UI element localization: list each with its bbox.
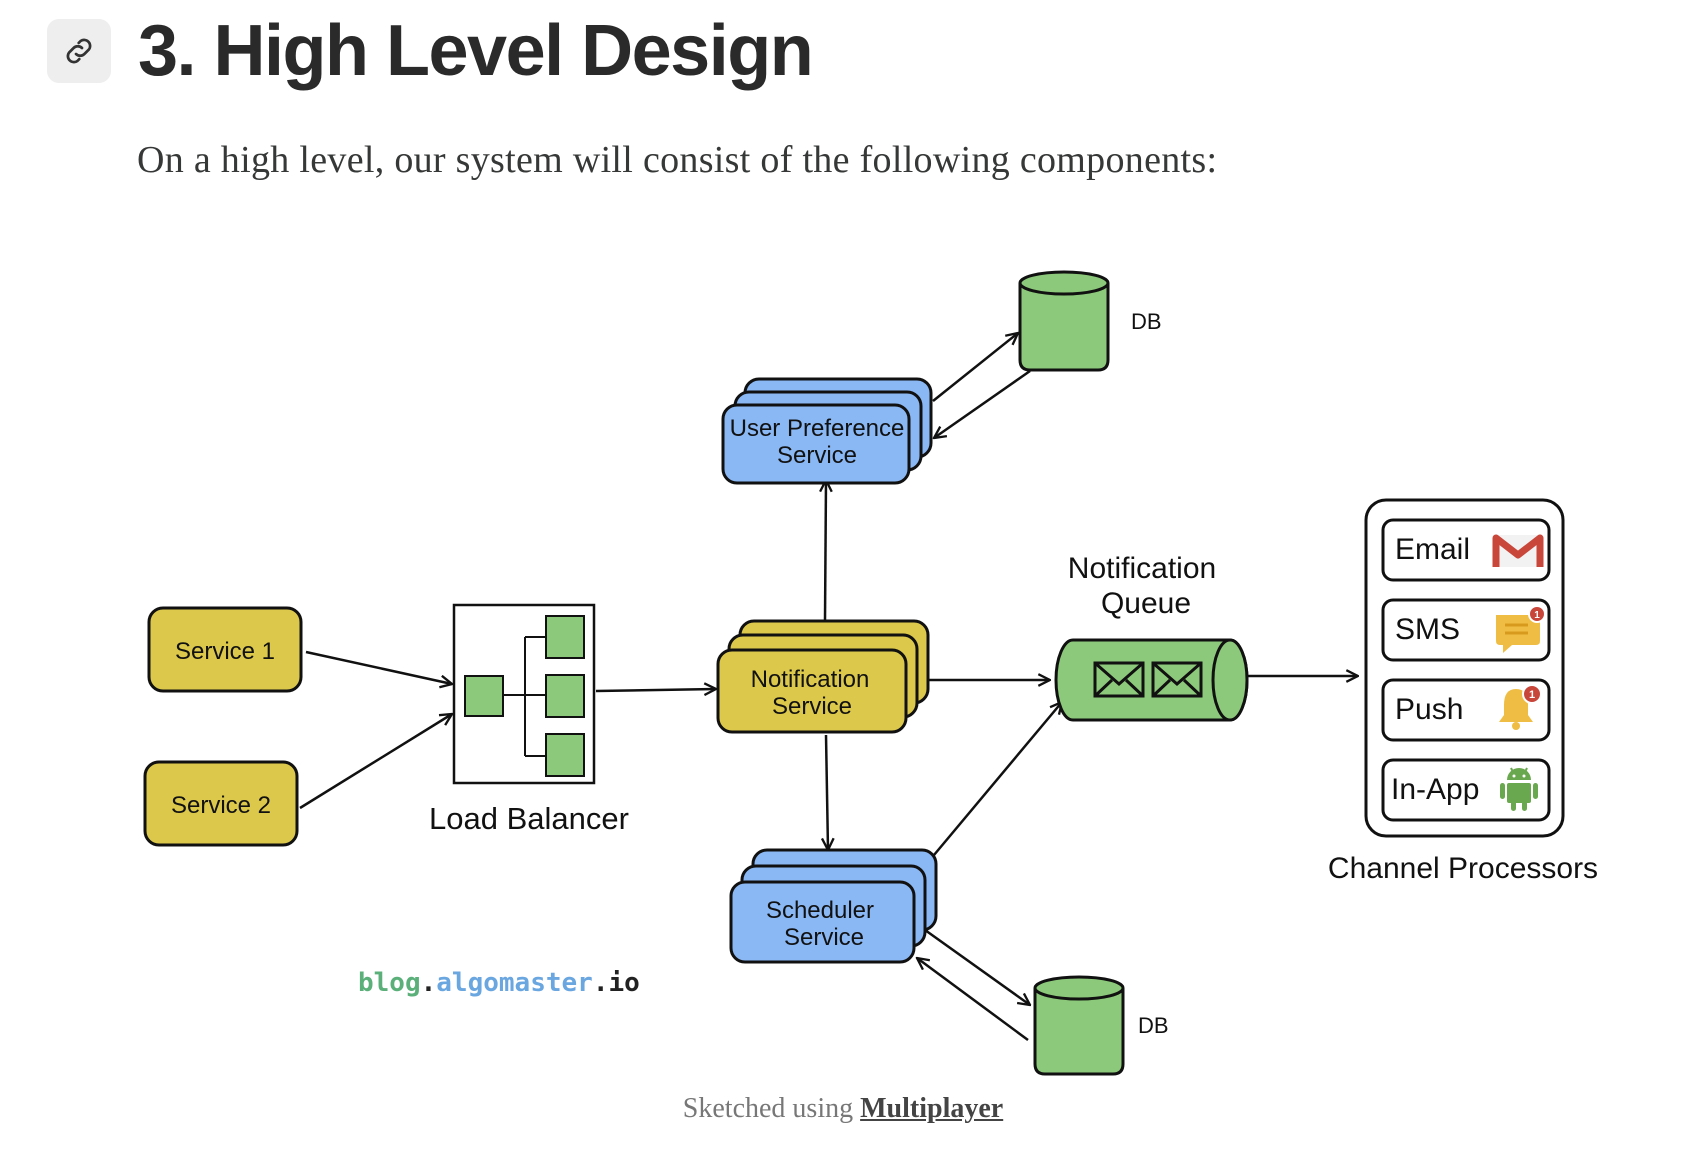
link-anchor-button[interactable] (47, 19, 111, 83)
bell-icon: 1 (1499, 684, 1542, 730)
arrow-notification-to-scheduler (826, 734, 828, 850)
envelope-icons (1093, 661, 1203, 698)
arrow-preference-to-db (932, 333, 1018, 402)
sms-icon: 1 (1496, 605, 1546, 653)
user-preference-label-1: User Preference (730, 415, 905, 442)
scheduler-label-1: Scheduler (766, 897, 874, 924)
channel-processors-node: Email SMS 1 Push 1 (1328, 498, 1598, 885)
load-balancer-label: Load Balancer (429, 801, 629, 836)
arrow-notification-to-preference (825, 480, 826, 621)
channel-sms: SMS 1 (1381, 598, 1551, 662)
channel-in-app-label: In-App (1391, 773, 1479, 806)
scheduler-label-2: Service (784, 924, 864, 951)
channel-push-label: Push (1395, 693, 1463, 726)
diagram-caption: Sketched using Multiplayer (0, 1093, 1686, 1125)
notification-queue-node: Notification Queue (1054, 552, 1249, 722)
channel-sms-label: SMS (1395, 613, 1460, 646)
android-icon (1500, 767, 1538, 811)
db-bottom-label: DB (1138, 1013, 1169, 1038)
channel-processors-label: Channel Processors (1328, 852, 1598, 885)
arrow-db-to-preference (934, 369, 1031, 438)
arrow-lb-to-notification (595, 689, 716, 691)
arrow-service2-to-lb (299, 714, 452, 810)
db-top-label: DB (1131, 309, 1162, 334)
link-icon (66, 38, 92, 64)
watermark: blog.algomaster.io (358, 968, 640, 998)
heading-row: 3. High Level Design (47, 8, 814, 94)
page-title: 3. High Level Design (138, 11, 814, 91)
arrow-service1-to-lb (305, 650, 452, 684)
gmail-icon (1492, 534, 1544, 567)
arrow-scheduler-to-queue (933, 702, 1062, 856)
db-top-node: DB (1018, 270, 1162, 372)
svg-text:1: 1 (1534, 610, 1540, 621)
service-1-node: Service 1 (147, 606, 303, 693)
notification-service-label-1: Notification (751, 666, 870, 693)
intro-text: On a high level, our system will consist… (137, 139, 1218, 181)
channel-in-app: In-App (1381, 758, 1551, 822)
channel-email-label: Email (1395, 533, 1470, 566)
channel-push: Push 1 (1381, 678, 1551, 742)
service-2-label: Service 2 (171, 792, 271, 819)
arrow-scheduler-to-db (924, 928, 1030, 1005)
arrow-db-to-scheduler (917, 958, 1029, 1042)
notification-service-node: Notification Service (716, 619, 930, 734)
notification-service-label-2: Service (772, 693, 852, 720)
multiplayer-link[interactable]: Multiplayer (860, 1093, 1004, 1124)
user-preference-service-node: User Preference Service (721, 377, 933, 485)
load-balancer-node: Load Balancer (429, 603, 629, 836)
connector-arrows (299, 333, 1358, 1042)
user-preference-label-2: Service (777, 442, 857, 469)
queue-label-1: Notification (1068, 552, 1216, 585)
service-2-node: Service 2 (143, 760, 299, 847)
scheduler-service-node: Scheduler Service (729, 848, 938, 964)
queue-label-2: Queue (1101, 587, 1191, 620)
channel-email: Email (1381, 518, 1551, 582)
db-bottom-node: DB (1033, 975, 1169, 1076)
svg-text:1: 1 (1529, 689, 1535, 701)
service-1-label: Service 1 (175, 638, 275, 665)
caption-prefix: Sketched using (682, 1093, 861, 1124)
